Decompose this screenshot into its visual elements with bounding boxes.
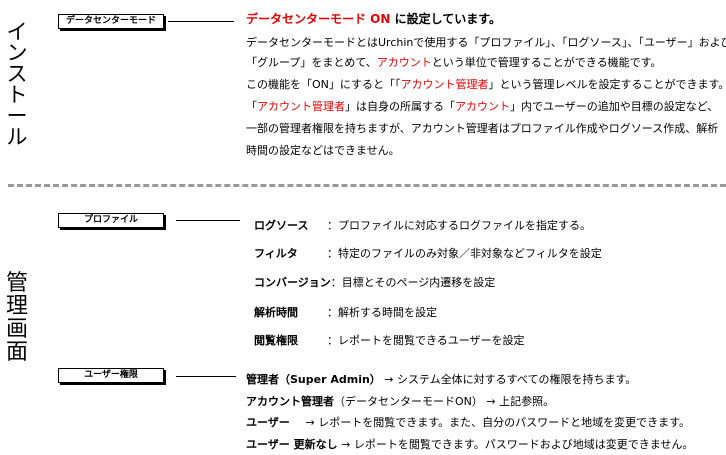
profile-item: フィルタ ：特定のファイルのみ対象／非対象などフィルタを設定 [254,245,602,261]
profile-item-value: ：解析する時間を設定 [327,306,437,319]
install-p5: 時間の設定などはできません。 [246,144,400,157]
profile-item-value: ：レポートを閲覧できるユーザーを設定 [327,334,525,347]
install-title-char: ス [6,62,28,86]
datacenter-mode-label: データセンターモード [58,14,164,29]
profile-item-value: ：プロファイルに対応するログファイルを指定する。 [327,219,591,232]
install-title-char: ト [6,83,28,107]
user-permission-label: ユーザー権限 [58,368,164,383]
text-part: 」は自身の所属する「 [345,100,455,113]
permission-item-value: → 上記参照。 [486,395,555,408]
profile-item-key: 解析時間 [254,306,298,319]
permission-item: 管理者（Super Admin） → システム全体に対するすべての権限を持ちます… [246,371,636,387]
profile-item-value: ：特定のファイルのみ対象／非対象などフィルタを設定 [327,247,602,260]
install-p2: この機能を「ON」にすると「「アカウント管理者」という管理レベルを設定することが… [246,74,726,96]
text-part: 」という管理レベルを設定することができます。 [488,78,726,91]
text-part: という単位で管理することができる機能です。 [431,56,662,69]
profile-connector [176,220,240,221]
text-red: アカウント管理者 [257,100,345,113]
profile-item: 解析時間 ：解析する時間を設定 [254,304,437,320]
install-title-char: ル [6,125,28,149]
profile-item: コンバージョン：目標とそのページ内遷移を設定 [254,274,495,290]
profile-item-key: フィルタ [254,247,298,260]
profile-item-value: ：目標とそのページ内遷移を設定 [330,276,496,289]
admin-title-char: 画 [5,317,28,343]
permission-item-key: アカウント管理者 [246,395,334,408]
install-p3: 「アカウント管理者」は自身の所属する「アカウント」内でユーザーの追加や目標の設定… [246,96,718,118]
text-part: 「グループ」をまとめて、 [246,56,377,69]
permission-item-value: → システム全体に対するすべての権限を持ちます。 [384,373,637,386]
admin-title-char: 管 [5,271,28,296]
admin-title-char: 理 [5,294,28,320]
permission-item-sub: （データセンターモードON） [334,395,483,408]
profile-item: 閲覧権限 ：レポートを閲覧できるユーザーを設定 [254,332,525,348]
permission-item-value: → レポートを閲覧できます。また、自分のパスワードと地域を変更できます。 [305,416,691,429]
profile-label: プロファイル [58,213,164,228]
install-heading-rest: に設定しています。 [390,12,502,26]
install-p4: 一部の管理者権限を持ちますが、アカウント管理者はプロファイル作成やログソース作成… [246,122,719,135]
text-red: アカウント [376,56,432,69]
profile-item-key: 閲覧権限 [254,334,298,347]
text-red: アカウント [455,100,510,113]
permission-item-value: → レポートを閲覧できます。パスワードおよび地域は変更できません。 [341,438,694,451]
install-heading-red: データセンターモード ON [246,12,391,26]
profile-item-key: コンバージョン [254,276,331,289]
datacenter-mode-connector [168,21,234,22]
permission-item-key: ユーザー 更新なし [246,438,338,451]
section-divider [8,184,726,187]
install-title-char: ー [6,104,28,128]
permission-item-key: ユーザー [246,416,290,429]
install-heading: データセンターモード ON に設定しています。 [246,8,501,30]
text-part: 「 [246,100,257,113]
install-title-char: イ [6,20,28,44]
profile-item-key: ログソース [254,219,309,232]
user-permission-connector [176,376,236,377]
permission-item-key: 管理者（Super Admin） [246,373,381,386]
admin-title-char: 面 [5,340,28,366]
install-vertical-title: イ ン ス ト ー ル [4,22,30,148]
profile-item: ログソース ：プロファイルに対応するログファイルを指定する。 [254,217,591,233]
text-red: アカウント管理者 [400,78,489,91]
install-p1-line1: データセンターモードとはUrchinで使用する「プロファイル」、「ログソース」、… [246,36,726,49]
text-part: この機能を「ON」にすると「「 [246,78,401,91]
permission-item: アカウント管理者（データセンターモードON） → 上記参照。 [246,393,554,409]
permission-item: ユーザー 更新なし → レポートを閲覧できます。パスワードおよび地域は変更できま… [246,436,693,452]
permission-item: ユーザー → レポートを閲覧できます。また、自分のパスワードと地域を変更できます… [246,414,690,430]
install-p1-line2: 「グループ」をまとめて、アカウントという単位で管理することができる機能です。 [246,52,661,74]
text-part: 」内でユーザーの追加や目標の設定など、 [510,100,719,113]
admin-vertical-title: 管 理 画 面 [4,272,30,364]
install-title-char: ン [6,41,28,65]
